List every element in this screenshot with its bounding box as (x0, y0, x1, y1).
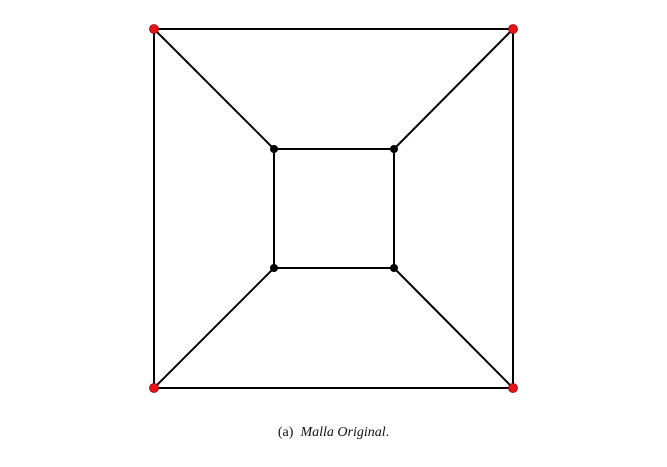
mesh-edge (393, 267, 514, 389)
mesh-diagram (149, 24, 518, 393)
interior-node (390, 264, 398, 272)
boundary-node (149, 383, 159, 393)
mesh-edges (153, 28, 514, 389)
mesh-edge (153, 28, 275, 150)
boundary-node (508, 24, 518, 34)
boundary-node (508, 383, 518, 393)
figure-caption: (a) Malla Original. (0, 425, 667, 441)
interior-node (270, 264, 278, 272)
caption-label: (a) (277, 425, 294, 440)
mesh-nodes (149, 24, 518, 393)
caption-title: Malla Original (300, 425, 386, 440)
boundary-node (149, 24, 159, 34)
caption-end: . (385, 425, 390, 440)
mesh-edge (393, 28, 514, 150)
mesh-edge (153, 267, 275, 389)
interior-node (390, 145, 398, 153)
interior-node (270, 145, 278, 153)
